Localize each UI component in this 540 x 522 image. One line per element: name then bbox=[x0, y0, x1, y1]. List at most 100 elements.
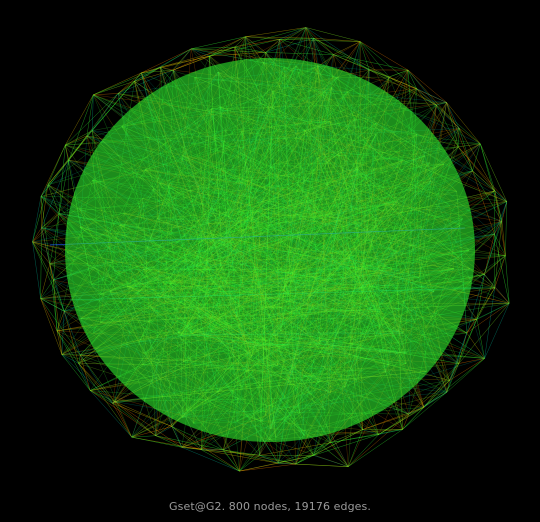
graph-edge bbox=[32, 227, 42, 243]
graph-edge bbox=[112, 401, 115, 404]
graph-edge bbox=[446, 102, 481, 144]
graph-edge bbox=[348, 429, 403, 467]
graph-edge bbox=[61, 354, 91, 391]
graph-edge bbox=[466, 274, 485, 333]
graph-edge bbox=[265, 27, 307, 53]
graph-edge bbox=[155, 426, 172, 436]
graph-edge bbox=[278, 442, 331, 464]
graph-edge bbox=[476, 319, 485, 359]
graph-edge bbox=[41, 227, 54, 281]
graph-edge bbox=[114, 401, 156, 436]
graph-edge bbox=[501, 201, 508, 222]
graph-edge bbox=[362, 413, 409, 430]
graph-edge bbox=[484, 303, 510, 359]
graph-edge bbox=[93, 72, 142, 96]
graph-edge bbox=[446, 102, 473, 171]
graph-edge bbox=[78, 354, 81, 364]
graph-edge bbox=[469, 268, 495, 289]
graph-edge bbox=[402, 407, 425, 430]
graph-edge bbox=[245, 36, 314, 39]
graph-edge bbox=[259, 442, 331, 456]
graph-edge bbox=[65, 145, 70, 161]
graph-edge bbox=[201, 449, 279, 464]
dense-edge-fill bbox=[65, 58, 475, 442]
graph-edge bbox=[278, 462, 296, 465]
graph-edge bbox=[279, 39, 334, 55]
graph-edge bbox=[329, 434, 379, 443]
graph-edge bbox=[131, 426, 172, 438]
graph-edge bbox=[181, 447, 260, 456]
graph-edge bbox=[223, 449, 279, 464]
graph-edge bbox=[295, 463, 349, 467]
graph-edge bbox=[141, 66, 161, 74]
graph-edge bbox=[68, 130, 93, 161]
graph-edge bbox=[49, 263, 65, 312]
graph-edge bbox=[313, 37, 370, 71]
graph-edge bbox=[359, 41, 370, 70]
graph-edge bbox=[480, 143, 508, 202]
graph-edge bbox=[494, 190, 506, 256]
graph-edge bbox=[171, 426, 183, 448]
graph-edge bbox=[112, 403, 133, 438]
graph-edge bbox=[80, 354, 113, 404]
graph-edge bbox=[446, 332, 468, 393]
graph-edge bbox=[458, 358, 485, 364]
graph-edge bbox=[91, 93, 119, 131]
graph-edge bbox=[436, 105, 459, 147]
graph-edge bbox=[416, 88, 460, 129]
graph-edge bbox=[494, 201, 508, 235]
graph-edge bbox=[40, 227, 42, 299]
graph-edge bbox=[279, 37, 314, 40]
graph-edge bbox=[466, 302, 510, 334]
graph-edge bbox=[416, 88, 437, 106]
graph-edge bbox=[239, 455, 260, 472]
graph-edge bbox=[49, 263, 58, 331]
graph-edge bbox=[181, 447, 202, 450]
graph-edge bbox=[484, 274, 495, 289]
graph-edge bbox=[32, 241, 65, 312]
graph-edge bbox=[234, 27, 306, 48]
graph-edge bbox=[362, 429, 379, 435]
graph-edge bbox=[259, 455, 296, 465]
graph-edge bbox=[317, 41, 361, 66]
graph-edge bbox=[305, 27, 370, 71]
graph-edge bbox=[191, 36, 246, 50]
graph-edge bbox=[209, 52, 266, 57]
graph-edge bbox=[191, 48, 266, 53]
graph-edge bbox=[32, 241, 41, 299]
graph-edge bbox=[408, 380, 450, 415]
graph-edge bbox=[78, 363, 133, 438]
graph-edge bbox=[32, 213, 60, 243]
graph-edge bbox=[40, 184, 49, 197]
graph-edge bbox=[458, 146, 496, 191]
graph-edge bbox=[423, 358, 485, 408]
graph-edge bbox=[131, 435, 156, 438]
graph-edge bbox=[40, 135, 88, 197]
graph-edge bbox=[313, 442, 331, 456]
graph-edge bbox=[360, 41, 390, 78]
graph-edge bbox=[458, 332, 468, 364]
graph-edge bbox=[181, 447, 240, 472]
graph-edge bbox=[446, 102, 460, 129]
graph-edge bbox=[134, 72, 142, 82]
graph-edge bbox=[259, 455, 279, 464]
graph-edge bbox=[173, 55, 210, 71]
graph-edge bbox=[347, 429, 363, 467]
graph-edge bbox=[313, 38, 334, 55]
graph-edge bbox=[201, 449, 240, 472]
graph-edge bbox=[58, 145, 66, 214]
graph-edge bbox=[407, 69, 417, 89]
graph-edge bbox=[505, 201, 508, 256]
graph-edge bbox=[56, 330, 81, 356]
graph-edge bbox=[472, 170, 495, 235]
graph-edge bbox=[446, 380, 450, 393]
graph-edge bbox=[56, 330, 63, 355]
graph-edge bbox=[134, 69, 174, 82]
graph-edge bbox=[209, 46, 235, 57]
graph-edge bbox=[32, 196, 42, 242]
graph-edge bbox=[484, 274, 510, 304]
graph-edge bbox=[173, 48, 192, 71]
graph-edge bbox=[40, 196, 42, 228]
graph-edge bbox=[446, 358, 485, 393]
graph-edge bbox=[423, 363, 459, 408]
